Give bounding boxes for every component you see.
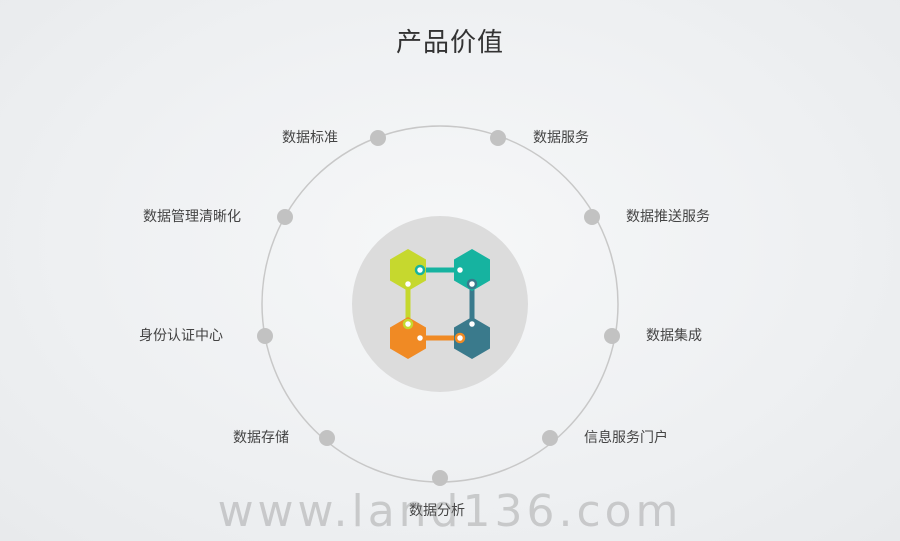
node-dot-data-service: [490, 130, 506, 146]
node-label-identity-center: 身份认证中心: [139, 328, 223, 344]
node-label-data-analysis: 数据分析: [409, 503, 465, 519]
node-dot-data-standard: [370, 130, 386, 146]
node-label-info-portal: 信息服务门户: [584, 430, 668, 446]
hex-slate: [454, 317, 490, 359]
center-disc: [352, 216, 528, 392]
node-label-data-integration: 数据集成: [646, 328, 702, 344]
node-label-data-storage: 数据存储: [233, 430, 289, 446]
node-label-data-service: 数据服务: [533, 130, 589, 146]
node-dot-info-portal: [542, 430, 558, 446]
page-title: 产品价值: [395, 28, 504, 58]
hex-lime: [390, 249, 426, 291]
node-dot-identity-center: [257, 328, 273, 344]
node-label-data-push-service: 数据推送服务: [626, 209, 710, 225]
hexagon-network-icon: [390, 249, 490, 359]
node-label-data-management: 数据管理清晰化: [143, 209, 241, 225]
node-dot-data-management: [277, 209, 293, 225]
hex-orange: [390, 317, 426, 359]
node-dot-data-storage: [319, 430, 335, 446]
node-dot-data-integration: [604, 328, 620, 344]
node-dot-data-push-service: [584, 209, 600, 225]
hex-teal: [454, 249, 490, 291]
node-label-data-standard: 数据标准: [282, 130, 338, 146]
node-dot-data-analysis: [432, 470, 448, 486]
watermark-text: www.land136.com: [217, 486, 683, 537]
